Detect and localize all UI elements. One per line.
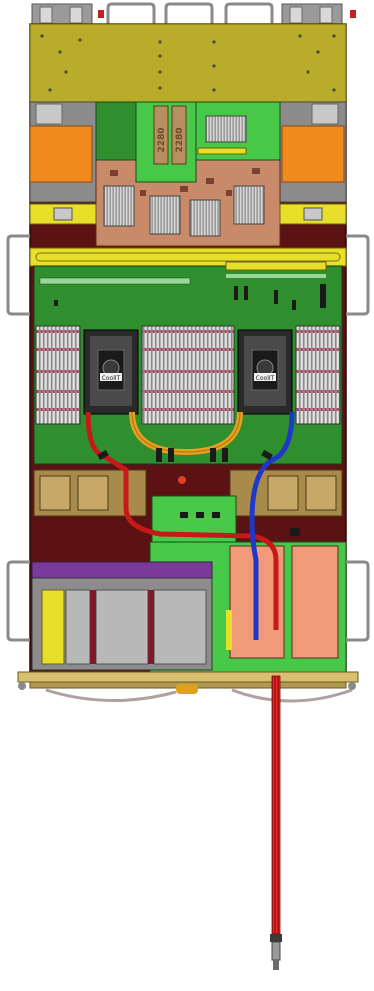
top-cover-plate xyxy=(29,23,347,103)
cpu-crossover-hose-edge xyxy=(131,411,241,453)
ssd-label-left: 2280 xyxy=(157,127,167,152)
supply-hose xyxy=(270,675,282,970)
dimm-bank-3 xyxy=(295,325,341,425)
cpu-cold-plate-right: CoolIT xyxy=(237,329,293,415)
ssd-label-right: 2280 xyxy=(175,127,185,152)
top-latches xyxy=(31,3,356,27)
motherboard xyxy=(33,261,343,465)
dimm-bank-2 xyxy=(141,325,235,425)
fan-module-right xyxy=(229,469,343,517)
cpu-label-left: CoolIT xyxy=(102,375,121,382)
upper-io-board xyxy=(95,101,281,247)
m2-ssd-left: 2280 xyxy=(153,105,169,165)
coolant-hoses xyxy=(85,411,295,640)
top-handles xyxy=(106,2,274,26)
bottom-rail xyxy=(17,671,359,703)
right-orange-module xyxy=(281,125,345,183)
cpu-label-right: CoolIT xyxy=(256,375,275,382)
power-supply-modules xyxy=(226,545,339,659)
board-components-lower xyxy=(156,448,228,462)
dimm-bank-1 xyxy=(35,325,81,425)
drive-bay-area xyxy=(31,561,213,671)
cpu-cold-plate-left: CoolIT xyxy=(83,329,139,415)
m2-ssd-right: 2280 xyxy=(171,105,187,165)
side-handles xyxy=(6,234,370,642)
left-orange-module xyxy=(29,125,93,183)
mid-yellow-rails xyxy=(29,203,347,225)
